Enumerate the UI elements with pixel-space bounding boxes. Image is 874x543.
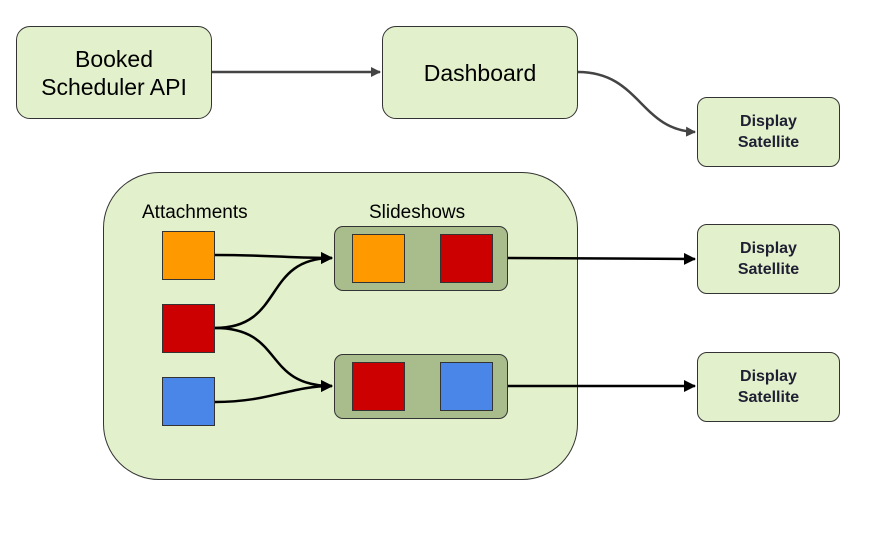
slideshow-2-blue-square xyxy=(440,362,493,411)
slideshow-1-orange-square xyxy=(352,234,405,283)
attachment-orange-square xyxy=(162,231,215,280)
display-satellite-label-1: Display Satellite xyxy=(737,113,800,151)
display-satellite-node-2: Display Satellite xyxy=(697,224,840,294)
slideshows-label: Slideshows xyxy=(369,202,466,223)
dashboard-label: Dashboard xyxy=(423,59,537,86)
display-satellite-label-3: Display Satellite xyxy=(737,368,800,406)
attachment-red-square xyxy=(162,304,215,353)
display-satellite-node-1: Display Satellite xyxy=(697,97,840,167)
display-satellite-node-3: Display Satellite xyxy=(697,352,840,422)
booked-scheduler-api-node: Booked Scheduler API xyxy=(16,26,212,119)
dashboard-node: Dashboard xyxy=(382,26,578,119)
slideshow-2-red-square xyxy=(352,362,405,411)
arrow-dashboard-to-satellite-1 xyxy=(577,70,696,137)
display-satellite-label-2: Display Satellite xyxy=(737,240,800,278)
attachments-label: Attachments xyxy=(142,202,248,223)
attachment-blue-square xyxy=(162,377,215,426)
slideshow-1-red-square xyxy=(440,234,493,283)
booked-scheduler-api-label: Booked Scheduler API xyxy=(41,45,187,100)
